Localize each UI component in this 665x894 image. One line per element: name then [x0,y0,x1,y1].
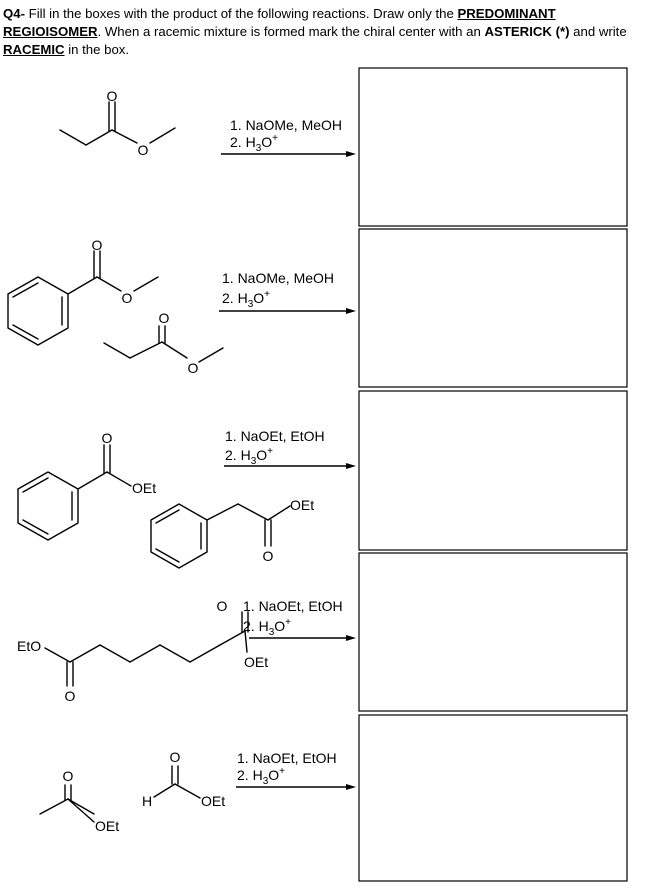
condition-step-2: 2. H3O+ [225,446,273,467]
reactant-ethyl-formate: H O OEt [142,749,225,809]
arrow-head-icon [346,635,356,641]
emphasis-racemic: RACEMIC [3,42,65,57]
atom-o-carbonyl: O [107,88,118,104]
atom-h: H [142,793,152,809]
arrow-head-icon [346,784,356,790]
reactant-methyl-propanoate: O O [59,88,176,158]
condition-step-1: 1. NaOMe, MeOH [230,117,342,133]
condition-step-1: 1. NaOEt, EtOH [237,750,337,766]
reaction-5: O OEt H O OEt 1. NaOEt, EtOH 2. H3O+ [39,749,356,834]
reactant-methyl-benzoate: O O [7,237,159,346]
atom-oet: OEt [132,480,156,496]
atom-o-carbonyl: O [65,688,76,704]
condition-step-2: 2. H3O+ [222,289,270,310]
reactant-ethyl-propanoate: O OEt [39,768,119,834]
question-text-1: Fill in the boxes with the product of th… [24,6,458,21]
arrow-head-icon [346,463,356,469]
atom-oet: OEt [201,793,225,809]
atom-oet: OEt [290,497,314,513]
answer-box-5[interactable] [358,714,628,882]
condition-step-1: 1. NaOEt, EtOH [225,428,325,444]
atom-oet: OEt [244,654,268,670]
reactant-ethyl-benzoate: O OEt [17,430,156,541]
atom-eto: EtO [17,638,41,654]
atom-o-carbonyl: O [102,430,113,446]
emphasis-regioisomer: REGIOISOMER [3,24,98,39]
atom-o-carbonyl: O [92,237,103,253]
answer-box-3[interactable] [358,390,628,551]
arrow-head-icon [346,308,356,314]
atom-o-carbonyl: O [263,548,274,564]
question-text-3: and write [569,24,627,39]
atom-o-ester: O [122,290,133,306]
arrow-head-icon [346,151,356,157]
reaction-1: O O 1. NaOMe, MeOH 2. H3O+ [59,88,356,158]
answer-boxes [358,67,628,882]
answer-box-2[interactable] [358,228,628,388]
reaction-2: O O O O 1. NaOMe, MeOH 2. H3O+ [7,237,356,376]
question-label: Q4- [3,6,25,21]
reactant-methyl-propanoate: O O [103,310,224,376]
answer-box-4[interactable] [358,552,628,712]
atom-o-carbonyl: O [63,768,74,784]
reactant-diester: EtO O O OEt [17,598,268,704]
condition-step-2: 2. H3O+ [243,617,291,638]
condition-step-2: 2. H3O+ [230,133,278,154]
condition-step-2: 2. H3O+ [237,766,285,787]
atom-o-carbonyl: O [170,749,181,765]
reaction-4: EtO O O OEt 1. NaOEt, EtOH 2. H3O+ [17,598,356,704]
question-text-4: in the box. [64,42,130,57]
reaction-3: O OEt O OEt 1. NaOEt, EtOH 2. H3O+ [17,428,356,569]
condition-step-1: 1. NaOMe, MeOH [222,270,334,286]
atom-o-carbonyl-2: O [217,598,228,614]
atom-o-carbonyl: O [159,310,170,326]
atom-oet: OEt [95,818,119,834]
question-text-2: . When a racemic mixture is formed mark … [97,24,485,39]
emphasis-predominant: PREDOMINANT [457,6,556,21]
emphasis-asterick: ASTERICK (*) [484,24,570,39]
atom-o-ester: O [188,360,199,376]
reactant-ethyl-phenylacetate: O OEt [150,497,314,569]
question-header: Q4- Fill in the boxes with the product o… [3,5,665,59]
condition-step-1: 1. NaOEt, EtOH [243,598,343,614]
atom-o-ester: O [138,142,149,158]
answer-box-1[interactable] [358,67,628,227]
